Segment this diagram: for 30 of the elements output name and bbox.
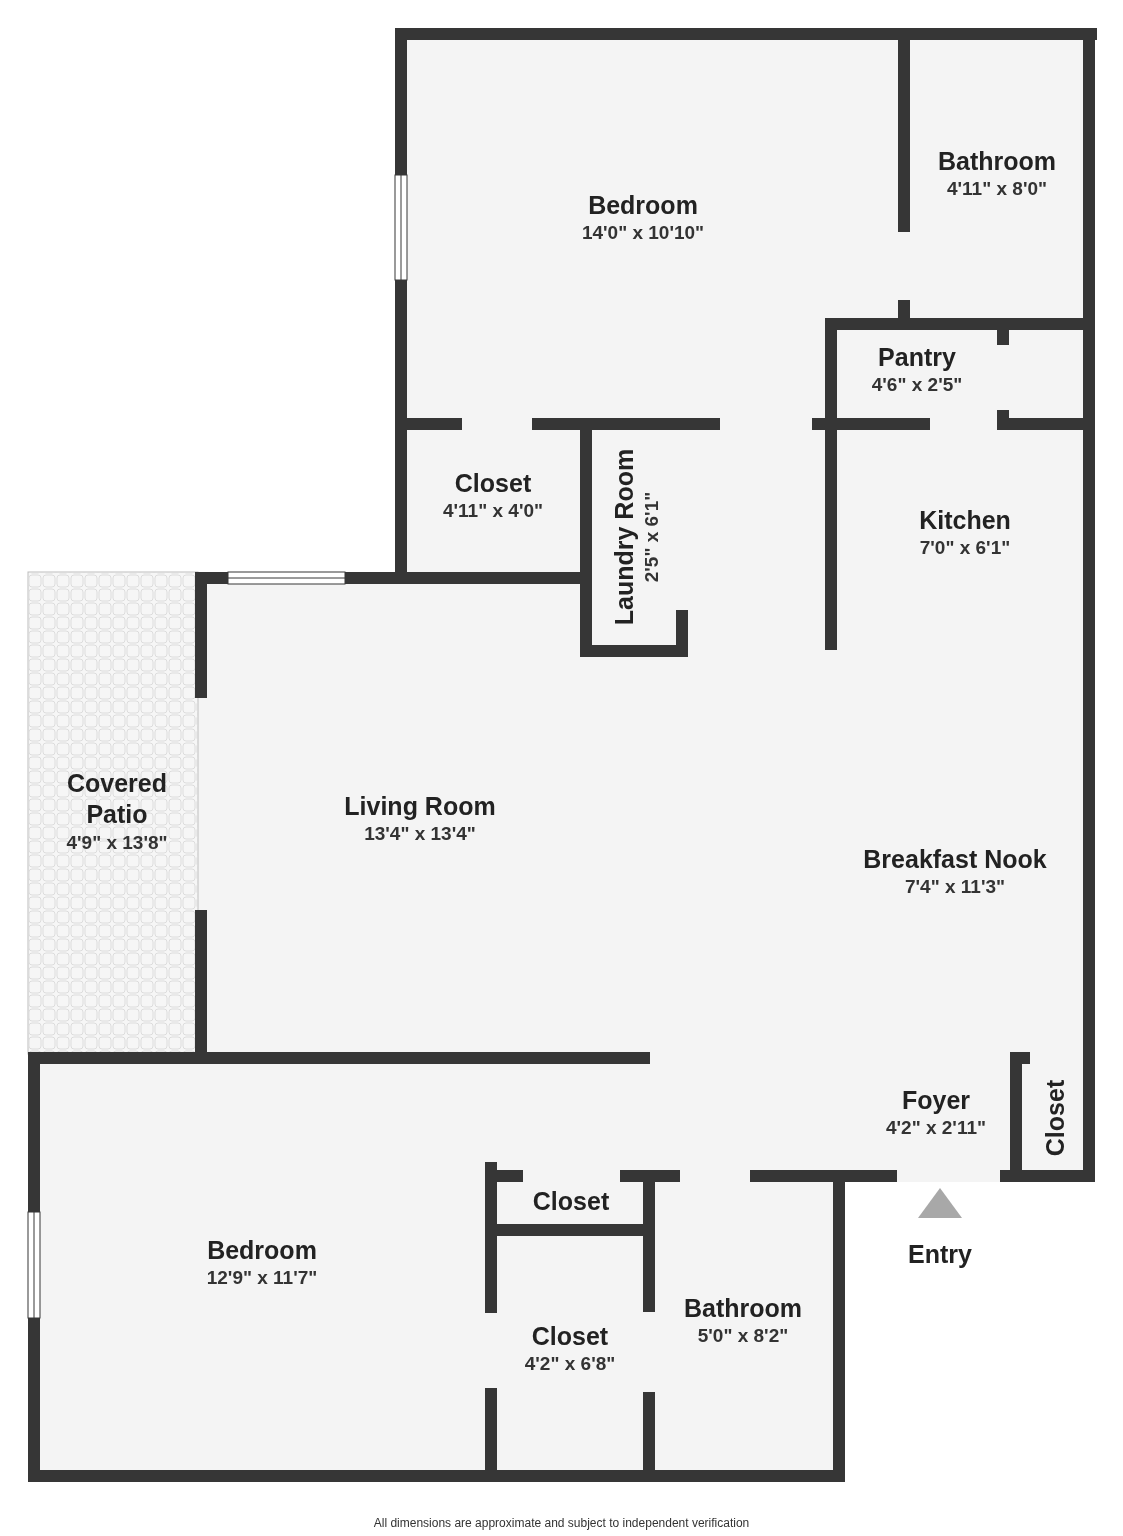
room-name: Closet xyxy=(531,1321,609,1352)
room-name: Bathroom xyxy=(937,146,1057,177)
room-name: Bedroom xyxy=(588,190,698,221)
room-dimensions: 5'0" x 8'2" xyxy=(697,1324,789,1348)
room-name: Closet xyxy=(532,1186,610,1217)
room-name: Breakfast Nook xyxy=(863,844,1047,875)
room-name: Bathroom xyxy=(683,1293,803,1324)
room-dimensions: 12'9" x 11'7" xyxy=(206,1266,318,1290)
room-dimensions: 4'11" x 4'0" xyxy=(443,499,543,523)
room-dimensions: 2'5" x 6'1" xyxy=(639,491,663,583)
room-dimensions: 7'0" x 6'1" xyxy=(919,536,1011,560)
room-name: Kitchen xyxy=(919,505,1011,536)
room-dimensions: 7'4" x 11'3" xyxy=(905,875,1005,899)
room-dimensions: 4'11" x 8'0" xyxy=(947,177,1047,201)
caption: All dimensions are approximate and subject to independent verification xyxy=(373,1515,750,1532)
room-name: Covered Patio xyxy=(65,768,168,831)
room-name: Closet xyxy=(454,468,532,499)
room-name: Foyer xyxy=(901,1085,971,1116)
room-dimensions: 4'2" x 6'8" xyxy=(524,1352,616,1376)
room-name: Bedroom xyxy=(207,1235,317,1266)
room-name: Closet xyxy=(1040,1079,1071,1157)
room-name: Laundry Room xyxy=(608,448,639,626)
room-dimensions: 13'4" x 13'4" xyxy=(364,822,476,846)
room-name: Living Room xyxy=(344,791,496,822)
entry-label: Entry xyxy=(908,1239,972,1270)
room-dimensions: 4'9" x 13'8" xyxy=(66,830,168,855)
room-dimensions: 14'0" x 10'10" xyxy=(581,221,705,245)
room-dimensions: 4'2" x 2'11" xyxy=(886,1116,986,1140)
room-dimensions: 4'6" x 2'5" xyxy=(871,373,963,397)
room-name: Pantry xyxy=(878,342,956,373)
